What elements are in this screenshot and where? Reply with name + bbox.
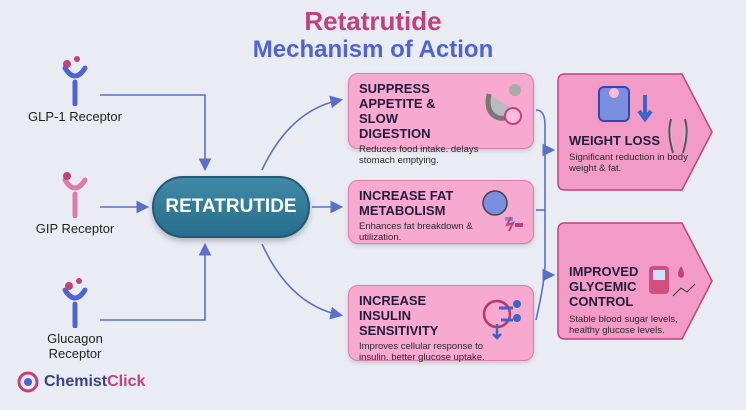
receptor-icon bbox=[62, 56, 88, 107]
chemistclick-logo: ChemistClick bbox=[16, 370, 145, 394]
mechanism-title: INCREASE FAT METABOLISM bbox=[359, 188, 454, 218]
pentagon-shape bbox=[557, 73, 713, 191]
mechanism-appetite: SUPPRESS APPETITE & SLOW DIGESTION Reduc… bbox=[348, 73, 534, 166]
receptor-label: GLP-1 Receptor bbox=[28, 109, 122, 124]
outcome-weight-loss: WEIGHT LOSS Significant reduction in bod… bbox=[557, 73, 713, 191]
mechanism-title: SUPPRESS APPETITE & SLOW DIGESTION bbox=[359, 81, 436, 141]
mechanism-desc: Reduces food intake. delays stomach empt… bbox=[359, 144, 479, 166]
outcome-title: IMPROVED GLYCEMIC CONTROL bbox=[569, 264, 639, 309]
title-subtitle: Mechanism of Action bbox=[252, 36, 494, 63]
title-drug-name: Retatrutide bbox=[304, 6, 442, 36]
receptor-glucagon: Glucagon Receptor bbox=[20, 278, 130, 361]
mechanism-insulin: INCREASE INSULIN SENSITIVITY Improves ce… bbox=[348, 285, 534, 363]
outcome-title: WEIGHT LOSS bbox=[569, 133, 660, 148]
receptor-icon bbox=[62, 278, 88, 329]
receptor-label: Glucagon Receptor bbox=[47, 331, 103, 361]
mechanism-desc: Improves cellular response to insulin. b… bbox=[359, 341, 485, 363]
mechanism-fat: INCREASE FAT METABOLISM Enhances fat bre… bbox=[348, 180, 534, 244]
fat-cell-icon bbox=[482, 190, 523, 232]
stomach-clock-icon bbox=[485, 84, 522, 125]
receptor-label: GIP Receptor bbox=[35, 221, 115, 236]
receptor-glp1: GLP-1 Receptor bbox=[20, 56, 130, 124]
insulin-key-icon bbox=[482, 299, 521, 340]
outcome-desc: Significant reduction in body weight & f… bbox=[569, 152, 688, 174]
outcome-desc: Stable blood sugar levels, healthy gluco… bbox=[569, 314, 678, 336]
logo-icon bbox=[17, 371, 39, 393]
logo-text-chemist: Chemist bbox=[44, 373, 108, 390]
receptor-icon bbox=[62, 172, 88, 219]
retatrutide-pill: RETATRUTIDE bbox=[152, 176, 310, 238]
outcome-glycemic: IMPROVED GLYCEMIC CONTROL Stable blood s… bbox=[557, 222, 713, 340]
mechanism-desc: Enhances fat breakdown & utilization. bbox=[359, 221, 473, 243]
pentagon-shape bbox=[557, 222, 713, 340]
receptor-gip: GIP Receptor bbox=[20, 168, 130, 236]
mechanism-title: INCREASE INSULIN SENSITIVITY bbox=[359, 293, 439, 338]
logo-text-click: Click bbox=[107, 373, 146, 390]
